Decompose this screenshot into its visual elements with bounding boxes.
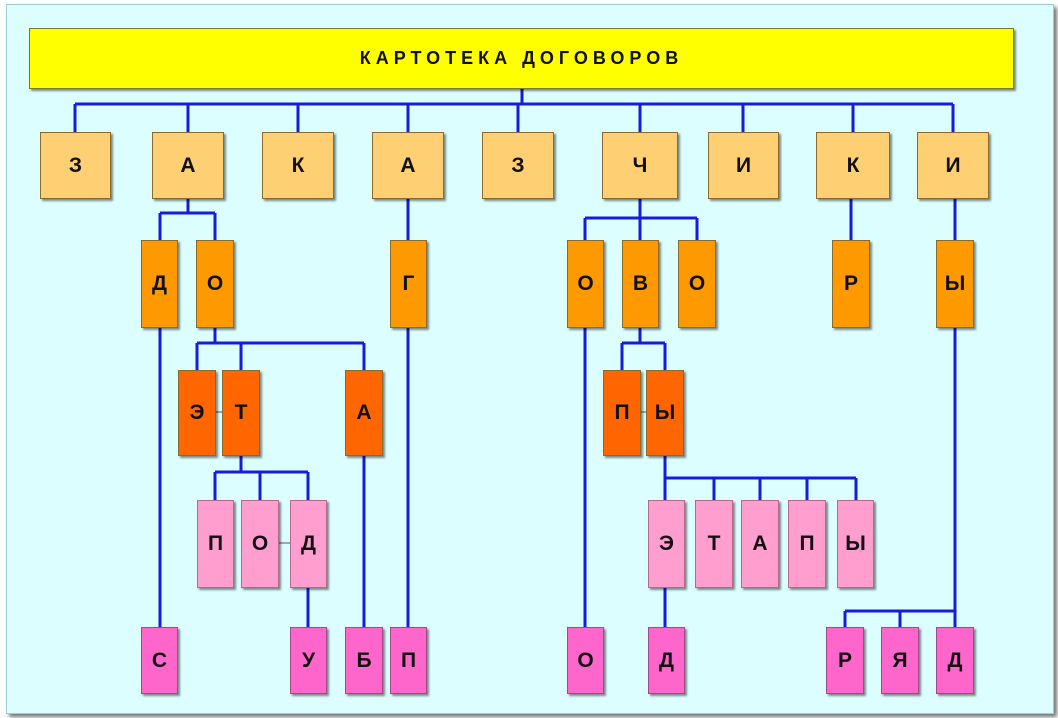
row2-box-1: Д	[141, 240, 178, 328]
row5-box-2: У	[290, 627, 327, 694]
row1-box-1: З	[40, 132, 111, 199]
row2-box-3: Г	[390, 240, 427, 328]
row2-box-7: Р	[832, 240, 870, 328]
row2-box-2: О	[196, 240, 234, 328]
row1-box-9: И	[917, 132, 989, 199]
row1-box-6: Ч	[602, 132, 678, 199]
row5-box-9: Д	[936, 627, 974, 694]
row1-box-2: А	[152, 132, 224, 199]
row3-box-4: П	[603, 370, 641, 456]
diagram-background	[6, 4, 1054, 714]
row1-box-5: З	[482, 132, 554, 199]
row4-box-1: П	[197, 500, 234, 588]
row5-box-3: Б	[345, 627, 383, 694]
row1-box-4: А	[372, 132, 444, 199]
row4-box-2: О	[241, 500, 279, 588]
row1-box-8: К	[816, 132, 890, 199]
row4-box-3: Д	[290, 500, 327, 588]
row3-box-5: Ы	[646, 370, 684, 456]
row5-box-1: С	[141, 627, 178, 694]
row3-box-1: Э	[178, 370, 216, 456]
row5-box-4: П	[390, 627, 427, 694]
row4-box-8: Ы	[837, 500, 874, 588]
row4-box-4: Э	[648, 500, 685, 588]
row5-box-7: Р	[826, 627, 864, 694]
row2-box-4: О	[567, 240, 604, 328]
row1-box-3: К	[262, 132, 334, 199]
row4-box-5: Т	[695, 500, 733, 588]
row2-box-6: О	[678, 240, 716, 328]
row4-box-6: А	[741, 500, 779, 588]
row3-box-3: А	[345, 370, 383, 456]
row1-box-7: И	[708, 132, 779, 199]
row5-box-5: О	[567, 627, 604, 694]
row2-box-5: В	[622, 240, 659, 328]
row5-box-6: Д	[648, 627, 685, 694]
row5-box-8: Я	[881, 627, 919, 694]
row3-box-2: Т	[222, 370, 260, 456]
row4-box-7: П	[788, 500, 826, 588]
diagram-title: КАРТОТЕКА ДОГОВОРОВ	[29, 28, 1014, 89]
row2-box-8: Ы	[936, 240, 974, 328]
